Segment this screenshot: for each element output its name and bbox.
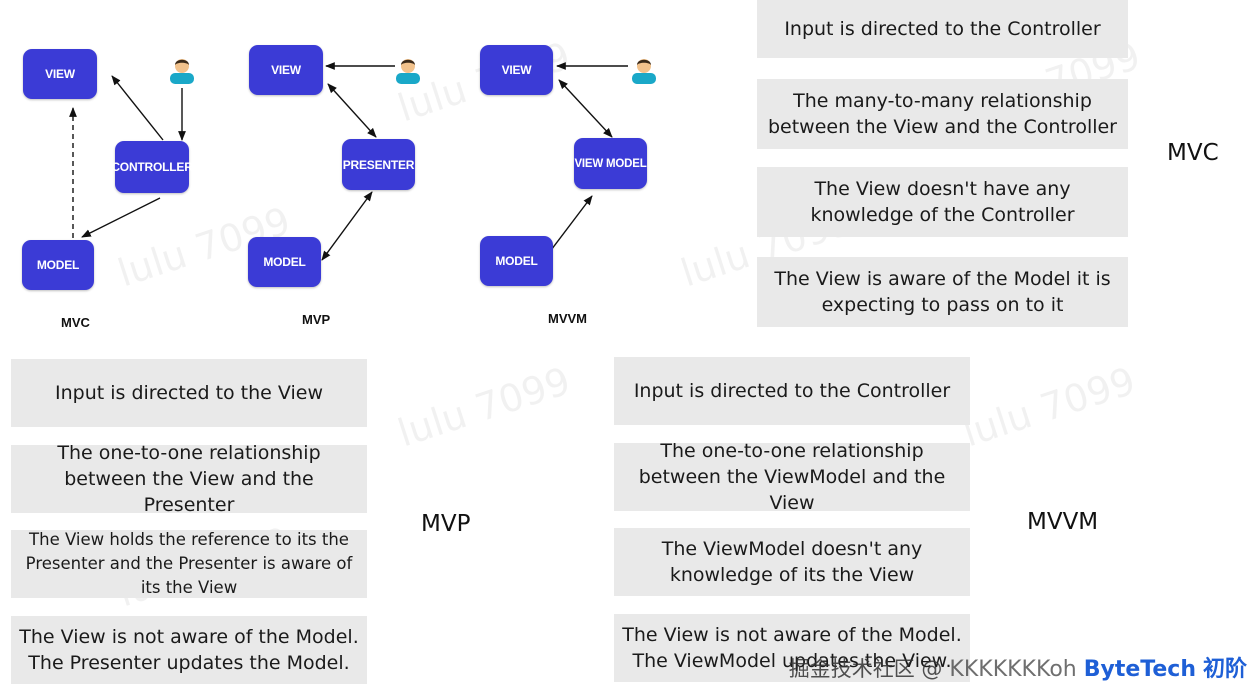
mvp-card-relationship: The one-to-one relationship between the …	[11, 442, 367, 516]
bytetech-logo: ByteTech	[1083, 657, 1196, 682]
mvvm-card-relationship: The one-to-one relationship between the …	[614, 440, 970, 514]
mvvm-caption: MVVM	[548, 311, 587, 326]
mvc-view-node: VIEW	[23, 49, 97, 99]
mvc-title: MVC	[1167, 140, 1219, 166]
mvc-controller-to-view-arrow	[111, 75, 164, 141]
mvvm-model-node: MODEL	[480, 236, 553, 286]
user-icon	[632, 59, 656, 84]
mvp-title: MVP	[421, 511, 471, 537]
mvvm-card-input: Input is directed to the Controller	[614, 357, 970, 425]
mvp-presenter-node: PRESENTER	[342, 139, 415, 190]
mvvm-view-viewmodel-arrow	[558, 79, 613, 138]
mvp-view-node: VIEW	[249, 45, 323, 95]
brand-suffix: 初阶	[1202, 657, 1247, 682]
mvc-card-knowledge: The View doesn't have any knowledge of t…	[757, 167, 1128, 237]
mvc-controller-node: CONTROLLER	[111, 141, 193, 193]
mvc-card-model-awareness: The View is aware of the Model it is exp…	[757, 257, 1128, 327]
mvc-caption: MVC	[61, 315, 90, 330]
mvc-card-relationship: The many-to-many relationship between th…	[757, 79, 1128, 149]
mvc-model-node: MODEL	[22, 240, 94, 290]
mvvm-view-node: VIEW	[480, 45, 553, 95]
mvc-controller-to-model-arrow	[81, 197, 161, 238]
user-icon	[396, 59, 420, 84]
mvp-card-input: Input is directed to the View	[11, 359, 367, 427]
mvvm-title: MVVM	[1027, 509, 1099, 535]
footer-credit: 掘金技术社区 @ KKKKKKKoh ByteTech 初阶	[789, 651, 1247, 683]
mvp-model-node: MODEL	[248, 237, 321, 287]
mvc-card-input: Input is directed to the Controller	[757, 0, 1128, 58]
juejin-label: 掘金技术社区 @	[788, 657, 943, 681]
mvp-caption: MVP	[302, 312, 331, 327]
author-label: KKKKKKKoh	[949, 657, 1077, 682]
mvp-card-reference: The View holds the reference to its the …	[11, 530, 367, 598]
user-icon	[170, 59, 194, 84]
mvvm-card-model-awareness: The View is not aware of the Model. The …	[614, 614, 970, 682]
mvp-card-model-awareness: The View is not aware of the Model. The …	[11, 616, 367, 684]
watermark: lulu 7099	[957, 358, 1141, 456]
mvvm-card-knowledge: The ViewModel doesn't any knowledge of i…	[614, 528, 970, 596]
mvvm-viewmodel-node: VIEW MODEL	[574, 138, 647, 189]
watermark: lulu 7099	[392, 358, 576, 456]
mvp-presenter-model-arrow	[321, 191, 373, 261]
mvp-view-presenter-arrow	[327, 83, 377, 138]
